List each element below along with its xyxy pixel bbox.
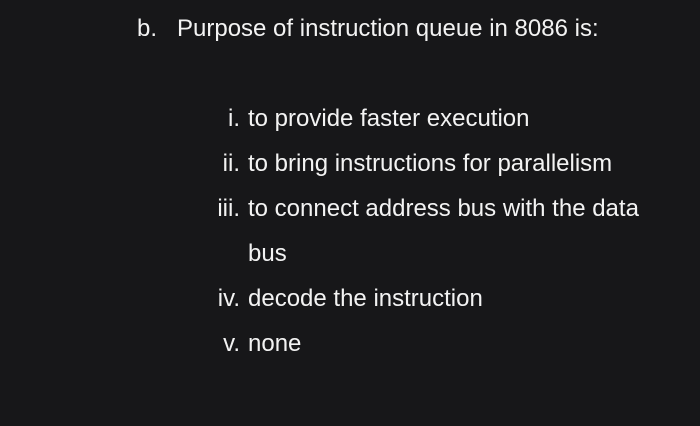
option-marker: i. <box>228 105 240 132</box>
option-row[interactable]: i. to provide faster execution <box>203 96 663 141</box>
question-block: b. Purpose of instruction queue in 8086 … <box>137 6 682 51</box>
option-marker: v. <box>223 330 240 357</box>
option-text: to connect address bus with the data bus <box>248 195 639 267</box>
option-marker: iv. <box>217 285 240 312</box>
question-text: Purpose of instruction queue in 8086 is: <box>177 15 599 42</box>
question-marker: b. <box>137 15 158 42</box>
option-row[interactable]: v. none <box>203 321 663 366</box>
option-text: none <box>248 330 302 357</box>
option-row[interactable]: iv. decode the instruction <box>203 276 663 321</box>
option-row[interactable]: ii. to bring instructions for parallelis… <box>203 141 663 186</box>
option-text: decode the instruction <box>248 285 483 312</box>
option-marker: ii. <box>222 150 240 177</box>
option-row[interactable]: iii. to connect address bus with the dat… <box>203 186 663 276</box>
options-list: i. to provide faster execution ii. to br… <box>203 96 663 366</box>
option-marker: iii. <box>217 195 240 222</box>
option-text: to provide faster execution <box>248 105 530 132</box>
question-row: b. Purpose of instruction queue in 8086 … <box>137 6 682 51</box>
option-text: to bring instructions for parallelism <box>248 150 613 177</box>
